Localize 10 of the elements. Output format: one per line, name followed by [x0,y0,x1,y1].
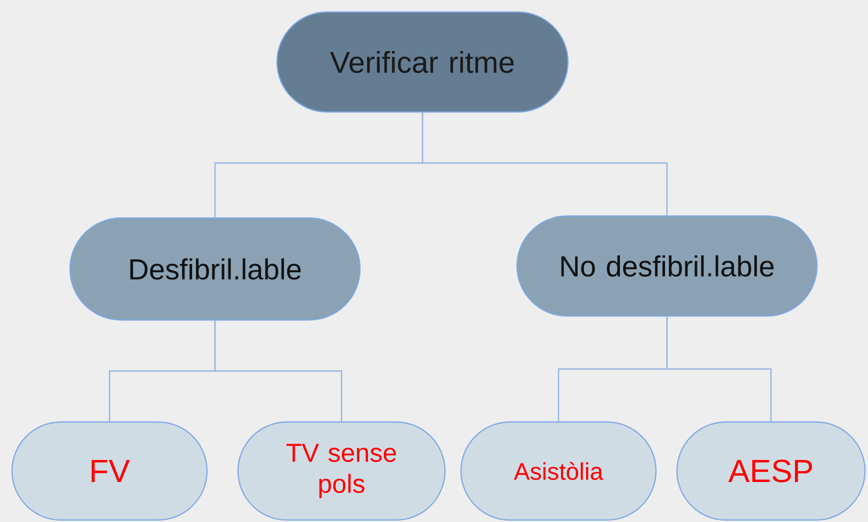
connector-line [214,320,342,422]
decision-box: No desfibril.lable [516,215,818,317]
decision-box: Verificar ritme [276,11,569,113]
decision-box: Desfibril.lable [69,217,361,321]
rhythm-box: FV [11,421,208,521]
rhythm-box: TV sense pols [237,421,446,521]
connector-line [666,316,772,422]
connector-line [422,112,668,216]
rhythm-box: Asistòlia [460,421,657,521]
rhythm-box: AESP [676,421,866,521]
